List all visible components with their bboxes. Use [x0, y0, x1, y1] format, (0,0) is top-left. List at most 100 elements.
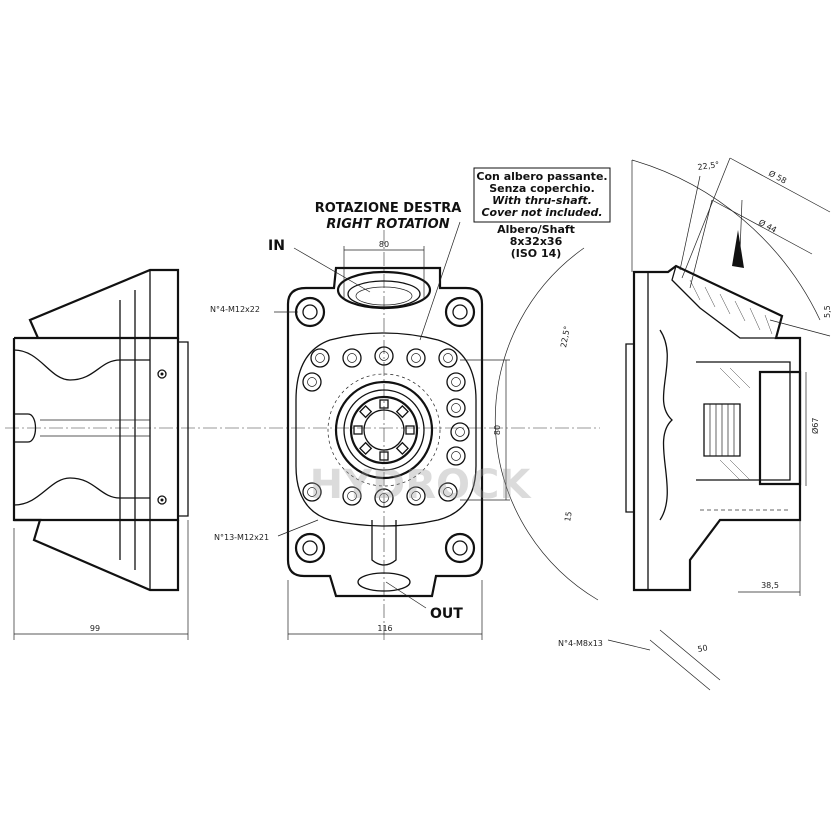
- watermark: HYDROCK: [310, 462, 533, 508]
- ring-bolt-bore: [307, 377, 317, 387]
- left-bolt-lower-dot: [160, 498, 164, 502]
- note-line-1: Con albero passante.: [476, 170, 607, 183]
- right-inner-cavity: [696, 361, 791, 481]
- bolt-circle: [327, 373, 441, 487]
- outlet-port: [357, 572, 411, 592]
- spline-tooth: [359, 405, 373, 419]
- dia44-dim-line: [711, 199, 813, 255]
- ring-bolt-hole: [446, 446, 466, 466]
- shaft-line-3: (ISO 14): [511, 247, 562, 260]
- spline-tooth: [405, 425, 415, 435]
- left-upper-shell: [14, 268, 180, 340]
- dia58-ext: [681, 157, 731, 279]
- bolt-ring: [302, 346, 470, 508]
- left-bolt-upper: [157, 369, 167, 379]
- inlet-port-bore: [355, 286, 413, 306]
- ring-bolt-bore: [443, 487, 453, 497]
- left-body-outline: [12, 338, 180, 522]
- outlet-port-channel: [371, 520, 397, 566]
- left-lower-shell: [14, 518, 180, 592]
- dim-38-5: 38,5: [761, 581, 779, 590]
- left-internal-lines: [40, 419, 150, 437]
- spline-tooth: [379, 451, 389, 461]
- dim-dia67: Ø67: [810, 418, 820, 434]
- dim-angle-side: 22,5°: [559, 325, 572, 348]
- dim-80-top: 80: [379, 240, 389, 249]
- dim-5-5: 5,5: [823, 305, 832, 318]
- ring-bolt-hole: [406, 348, 426, 368]
- dim5-5-line: [769, 319, 831, 337]
- ring-bolt-hole: [446, 398, 466, 418]
- center-bore-ring: [343, 389, 425, 471]
- top-hatching: [689, 279, 773, 335]
- spline-hub: [363, 409, 405, 451]
- dim50-line-2: [649, 639, 711, 691]
- ring-bolt-hole: [302, 482, 322, 502]
- dim-angle-top: 22,5°: [697, 160, 720, 172]
- spline-tooth: [395, 405, 409, 419]
- rotation-title-en: RIGHT ROTATION: [326, 217, 449, 232]
- ring-bolt-bore: [379, 351, 389, 361]
- inlet-label: IN: [268, 238, 285, 254]
- ring-bolt-hole: [342, 348, 362, 368]
- left-pilot: [178, 341, 189, 517]
- ring-bolt-hole: [310, 348, 330, 368]
- rotation-title-it: ROTAZIONE DESTRA: [315, 201, 462, 216]
- ring-bolt-bore: [411, 353, 421, 363]
- shaft-line-1: Albero/Shaft: [497, 223, 575, 236]
- left-port-slot: [14, 413, 37, 443]
- ring-bolt-hole: [450, 422, 470, 442]
- right-top-section: [671, 265, 783, 339]
- spline-tooth: [359, 441, 373, 455]
- arrow-shaft: [739, 199, 743, 253]
- right-shaft-end: [758, 370, 802, 486]
- callout-m12x21: N°13-M12x21: [214, 533, 269, 542]
- ring-bolt-hole: [374, 488, 394, 508]
- dim50-line: [659, 629, 721, 681]
- angle-ref-slant: [679, 175, 701, 271]
- ring-bolt-hole: [374, 346, 394, 366]
- outlet-label: OUT: [430, 606, 463, 622]
- callout-m8x13: N°4-M8x13: [558, 639, 603, 648]
- ring-bolt-bore: [451, 403, 461, 413]
- ring-bolt-bore: [315, 353, 325, 363]
- corner-bolts: [294, 296, 476, 564]
- note-line-4: Cover not included.: [481, 206, 602, 219]
- ring-bolt-bore: [451, 377, 461, 387]
- inlet-port-inner: [347, 280, 421, 308]
- dim-dia44: Ø 44: [757, 217, 778, 235]
- rotation-leader: [419, 221, 461, 341]
- right-body-outline: [632, 264, 802, 592]
- spline-tooth: [353, 425, 363, 435]
- note-box: Con albero passante. Senza coperchio. Wi…: [473, 167, 611, 223]
- center-bore: [349, 395, 419, 465]
- note-line-2: Senza coperchio.: [489, 182, 595, 195]
- m12x21-leader: [277, 519, 319, 537]
- ring-bolt-bore: [411, 491, 421, 501]
- spline-tooth: [379, 399, 389, 409]
- side-hatching: [719, 367, 751, 481]
- dim-50: 50: [697, 643, 709, 654]
- left-inner-profile: [13, 349, 150, 506]
- right-pilot: [625, 343, 635, 513]
- front-view: 80 80 116: [274, 221, 510, 640]
- ring-bolt-bore: [455, 427, 465, 437]
- left-bolt-upper-dot: [160, 372, 164, 376]
- m8x13-leader: [607, 639, 651, 651]
- arc-22-5-top: [631, 159, 821, 321]
- ring-bolt-bore: [307, 487, 317, 497]
- direction-arrow: [732, 230, 744, 268]
- right-curved-profile: [659, 329, 673, 521]
- ring-bolt-hole: [438, 348, 458, 368]
- ring-bolt-hole: [406, 486, 426, 506]
- note-line-3: With thru-shaft.: [492, 194, 592, 207]
- center-bore-outer: [334, 380, 434, 480]
- ring-bolt-bore: [347, 491, 357, 501]
- dim-116: 116: [377, 624, 392, 633]
- left-flange-edges: [119, 270, 151, 590]
- spline-tooth: [395, 441, 409, 455]
- note-box-frame: [473, 167, 611, 223]
- dia44-ext: [689, 199, 713, 289]
- left-side-view: 99: [5, 268, 600, 640]
